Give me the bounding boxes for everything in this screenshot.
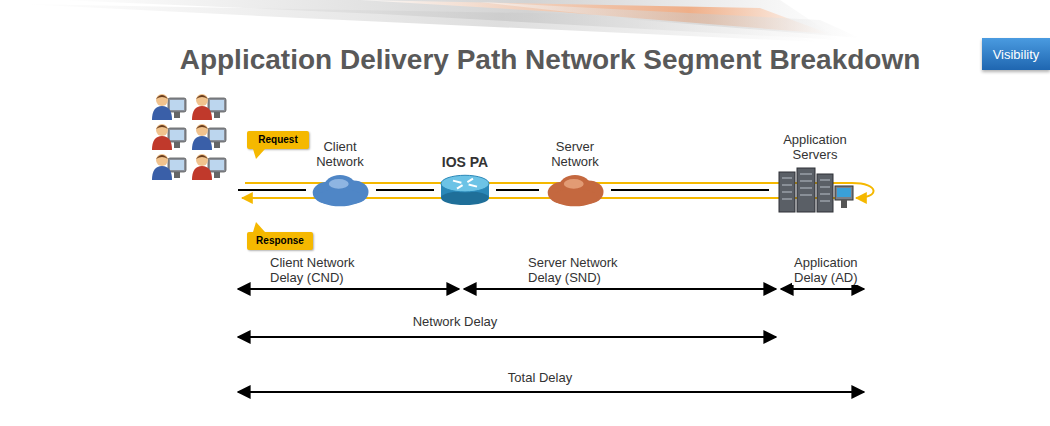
text-block: Response [256,235,304,247]
drawing-part [196,94,208,106]
pointer-shape [253,222,265,232]
icon-shape [779,168,853,212]
drawing-part [208,98,226,112]
drawing-part [152,106,172,120]
drawing-part [156,95,168,99]
user-figure [152,124,186,150]
response-callout: Response [247,232,313,250]
icon-shape [548,175,604,206]
drawing-part [174,112,180,118]
drawing-part [156,124,168,136]
drawing-part [152,136,172,150]
drawing-part [210,100,224,110]
drawing-part [156,94,168,106]
drawing-part [174,172,180,178]
drawing-part [214,142,220,148]
callout-pointer [253,149,267,159]
segment-delay-label: Client Network Delay (CND) [268,255,390,285]
drawing-part [170,160,184,170]
pointer-shape [253,149,265,159]
section-tab: Visibility [982,38,1050,70]
drawing-part [168,98,186,112]
drawing-part [208,158,226,172]
snd-arrow [464,288,776,290]
drawing-part [156,154,168,166]
user-figure [152,94,186,120]
text-block: Visibility [993,47,1040,62]
drawing-part [156,155,168,159]
callout-pointer [253,222,267,232]
drawing-part [208,128,226,142]
client-network-cloud-graphic [309,173,371,207]
drawing-part [192,136,212,150]
icon-shape [313,175,369,206]
text-block: Request [258,134,297,146]
drawing-part [196,95,208,99]
cnd-arrow [238,288,459,290]
network-link [376,189,434,191]
drawing-part [174,142,180,148]
segment-delay-label: Application Delay (AD) [792,255,878,285]
server-rack: Application Servers [769,132,861,214]
processing-loop [852,183,874,198]
network-link [496,189,539,191]
text-block: IOS PA [434,154,496,170]
node-label: Server Network [539,139,611,169]
drawing-part [210,130,224,140]
node-label: Response [256,235,304,247]
drawing-part [214,172,220,178]
user-figure [192,124,226,150]
total-delay-arrow [238,391,864,393]
ad-arrow [781,288,864,290]
drawing-part [152,166,172,180]
drawing-part [214,112,220,118]
request-callout: Request [247,131,309,149]
drawing-part [196,154,208,166]
server-network-cloud: Server Network [539,139,611,207]
access-line [238,189,306,191]
drawing-part [196,155,208,159]
node-label: Application Servers [769,132,861,162]
delay-label: Total Delay [506,370,574,385]
drawing-part [170,130,184,140]
title: Application Delivery Path Network Segmen… [0,44,1050,76]
router-icon: IOS PA [434,154,496,206]
drawing-part [168,158,186,172]
network-delay-arrow [238,336,776,338]
server-rack-graphic [775,166,855,214]
drawing-part [192,166,212,180]
drawing-part [196,125,208,129]
header-swoosh [20,0,860,42]
drawing-part [196,124,208,136]
client-network-cloud: Client Network [304,139,376,207]
drawing-part [192,106,212,120]
drawing-part [168,128,186,142]
icon-shape [441,175,489,205]
drawing-part [210,160,224,170]
delay-label: Network Delay [411,314,500,329]
router-icon-graphic [440,174,490,206]
text-block: Client Network [304,139,376,169]
user-figure [192,94,226,120]
node-label: IOS PA [434,154,496,170]
user-figure [152,154,186,180]
node-label: Client Network [304,139,376,169]
drawing-part [480,2,860,38]
node-label: Visibility [993,47,1040,62]
dimension-arrows [238,289,864,392]
users-icon [152,94,226,180]
network-link [611,189,769,191]
drawing-part [170,100,184,110]
drawing-part [156,125,168,129]
text-block: Application Servers [769,132,861,162]
server-network-cloud-graphic [544,173,606,207]
text-block: Server Network [539,139,611,169]
node-label: Request [258,134,297,146]
segment-delay-label: Server Network Delay (SND) [526,255,648,285]
user-figure [192,154,226,180]
